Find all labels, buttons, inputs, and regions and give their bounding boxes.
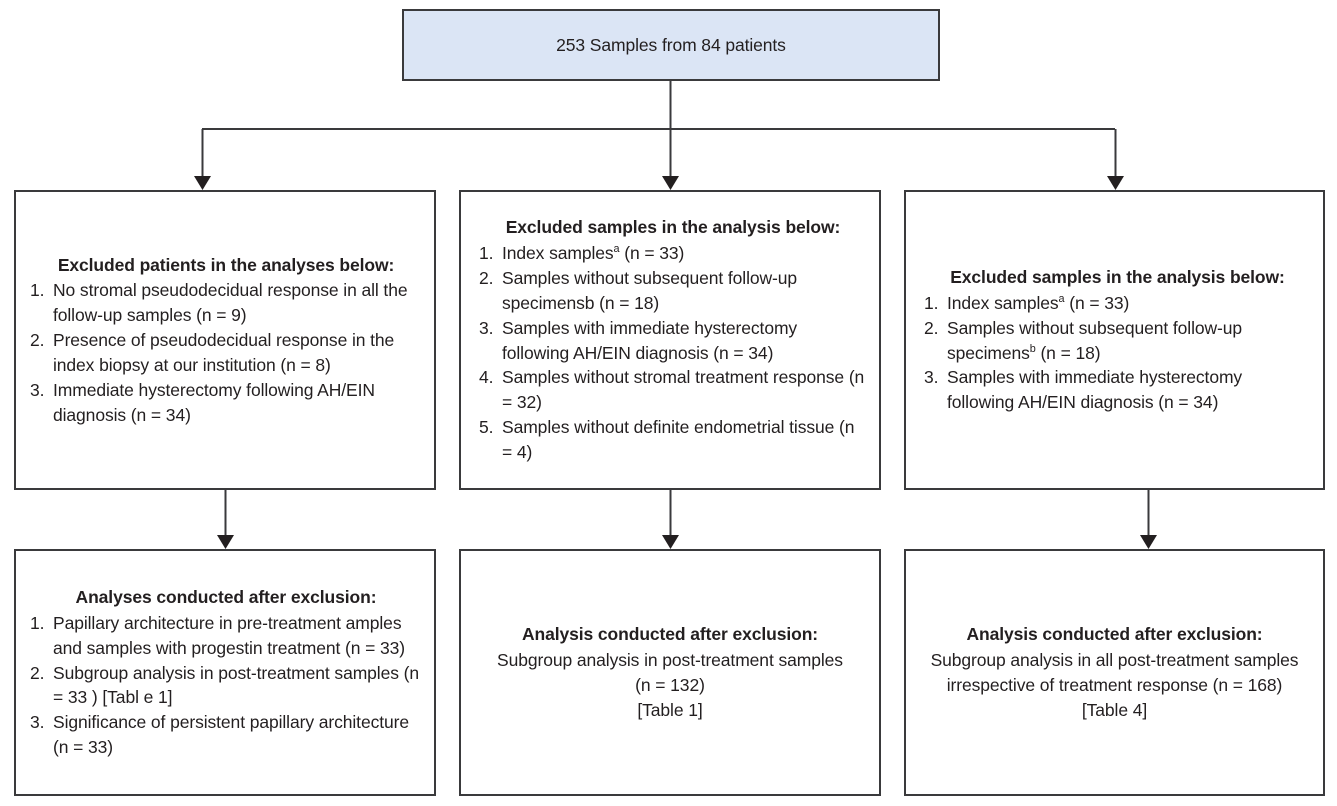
analyses-left-list: 1. Papillary architecture in pre-treatme… [30, 611, 422, 760]
list-text: Index samplesa (n = 33) [947, 292, 1130, 313]
excluded-samples-center-title: Excluded samples in the analysis below: [505, 217, 841, 238]
list-text: Samples with immediate hysterectomy foll… [947, 367, 1243, 413]
list-text: Samples without definite endometrial tis… [502, 417, 855, 462]
total-samples-label: 253 Samples from 84 patients [556, 34, 786, 55]
list-text: No stromal pseudodecidual response in al… [53, 280, 408, 326]
list-item: 3. Samples with immediate hysterectomy f… [479, 316, 867, 366]
list-item: 1. No stromal pseudodecidual response in… [30, 278, 422, 328]
list-item: 3. Significance of persistent papillary … [30, 710, 422, 760]
list-number: 1. [479, 243, 494, 264]
excluded-samples-center-list: 1. Index samplesa (n = 33) 2. Samples wi… [479, 241, 867, 465]
box-analysis-center: Analysis conducted after exclusion: Subg… [459, 549, 881, 796]
list-item: 2. Samples without subsequent follow-up … [479, 266, 867, 316]
list-text: Samples without subsequent follow-up spe… [947, 317, 1243, 363]
list-number: 2. [924, 317, 939, 338]
list-number: 1. [30, 612, 45, 633]
list-number: 1. [30, 280, 45, 301]
list-text: Samples with immediate hysterectomy foll… [502, 317, 798, 363]
list-number: 3. [924, 367, 939, 388]
list-item: 2. Samples without subsequent follow-up … [924, 316, 1311, 366]
box-total-samples: 253 Samples from 84 patients [402, 9, 940, 81]
analyses-left-title: Analyses conducted after exclusion: [75, 587, 377, 608]
list-item: 3. Samples with immediate hysterectomy f… [924, 365, 1311, 415]
analysis-center-body: Subgroup analysis in post-treatment samp… [461, 648, 879, 723]
list-item: 1. Index samplesa (n = 33) [479, 241, 867, 266]
list-number: 2. [30, 662, 45, 683]
list-number: 3. [479, 317, 494, 338]
list-number: 4. [479, 367, 494, 388]
analysis-right-line-3: [Table 4] [1081, 699, 1148, 720]
list-text: Samples without stromal treatment respon… [502, 367, 865, 413]
excluded-patients-list: 1. No stromal pseudodecidual response in… [30, 278, 422, 427]
list-item: 2. Presence of pseudodecidual response i… [30, 328, 422, 378]
analysis-center-line-2: (n = 132) [635, 675, 705, 695]
list-number: 3. [30, 712, 45, 733]
list-item: 2. Subgroup analysis in post-treatment s… [30, 661, 422, 711]
list-number: 3. [30, 379, 45, 400]
list-item: 4. Samples without stromal treatment res… [479, 365, 867, 415]
analysis-right-title: Analysis conducted after exclusion: [966, 624, 1263, 645]
list-number: 5. [479, 417, 494, 438]
excluded-patients-title: Excluded patients in the analyses below: [57, 254, 395, 275]
list-item: 1. Index samplesa (n = 33) [924, 291, 1311, 316]
list-item: 1. Papillary architecture in pre-treatme… [30, 611, 422, 661]
list-text: Immediate hysterectomy following AH/EIN … [53, 379, 375, 425]
list-text: Significance of persistent papillary arc… [53, 712, 409, 758]
list-number: 2. [479, 267, 494, 288]
analysis-right-line-1: Subgroup analysis in all post-treatment … [930, 650, 1299, 671]
excluded-samples-right-title: Excluded samples in the analysis below: [950, 266, 1285, 287]
list-item: 3. Immediate hysterectomy following AH/E… [30, 378, 422, 428]
list-text: Subgroup analysis in post-treatment samp… [53, 662, 420, 708]
box-analysis-right: Analysis conducted after exclusion: Subg… [904, 549, 1325, 796]
analysis-right-body: Subgroup analysis in all post-treatment … [906, 648, 1323, 723]
excluded-samples-right-list: 1. Index samplesa (n = 33) 2. Samples wi… [924, 291, 1311, 415]
analysis-center-title: Analysis conducted after exclusion: [521, 624, 819, 645]
list-number: 1. [924, 292, 939, 313]
list-number: 2. [30, 330, 45, 351]
list-text: Index samplesa (n = 33) [502, 243, 685, 264]
analysis-center-line-1: Subgroup analysis in post-treatment samp… [497, 650, 843, 671]
box-analyses-left: Analyses conducted after exclusion: 1. P… [14, 549, 436, 796]
box-excluded-patients: Excluded patients in the analyses below:… [14, 190, 436, 490]
list-text: Samples without subsequent follow-up spe… [502, 267, 798, 313]
list-text: Papillary architecture in pre-treatment … [53, 612, 406, 658]
analysis-center-line-3: [Table 1] [637, 699, 703, 720]
list-item: 5. Samples without definite endometrial … [479, 415, 867, 465]
box-excluded-samples-center: Excluded samples in the analysis below: … [459, 190, 881, 490]
list-text: Presence of pseudodecidual response in t… [53, 330, 395, 375]
box-excluded-samples-right: Excluded samples in the analysis below: … [904, 190, 1325, 490]
analysis-right-line-2: irrespective of treatment response (n = … [946, 675, 1283, 695]
